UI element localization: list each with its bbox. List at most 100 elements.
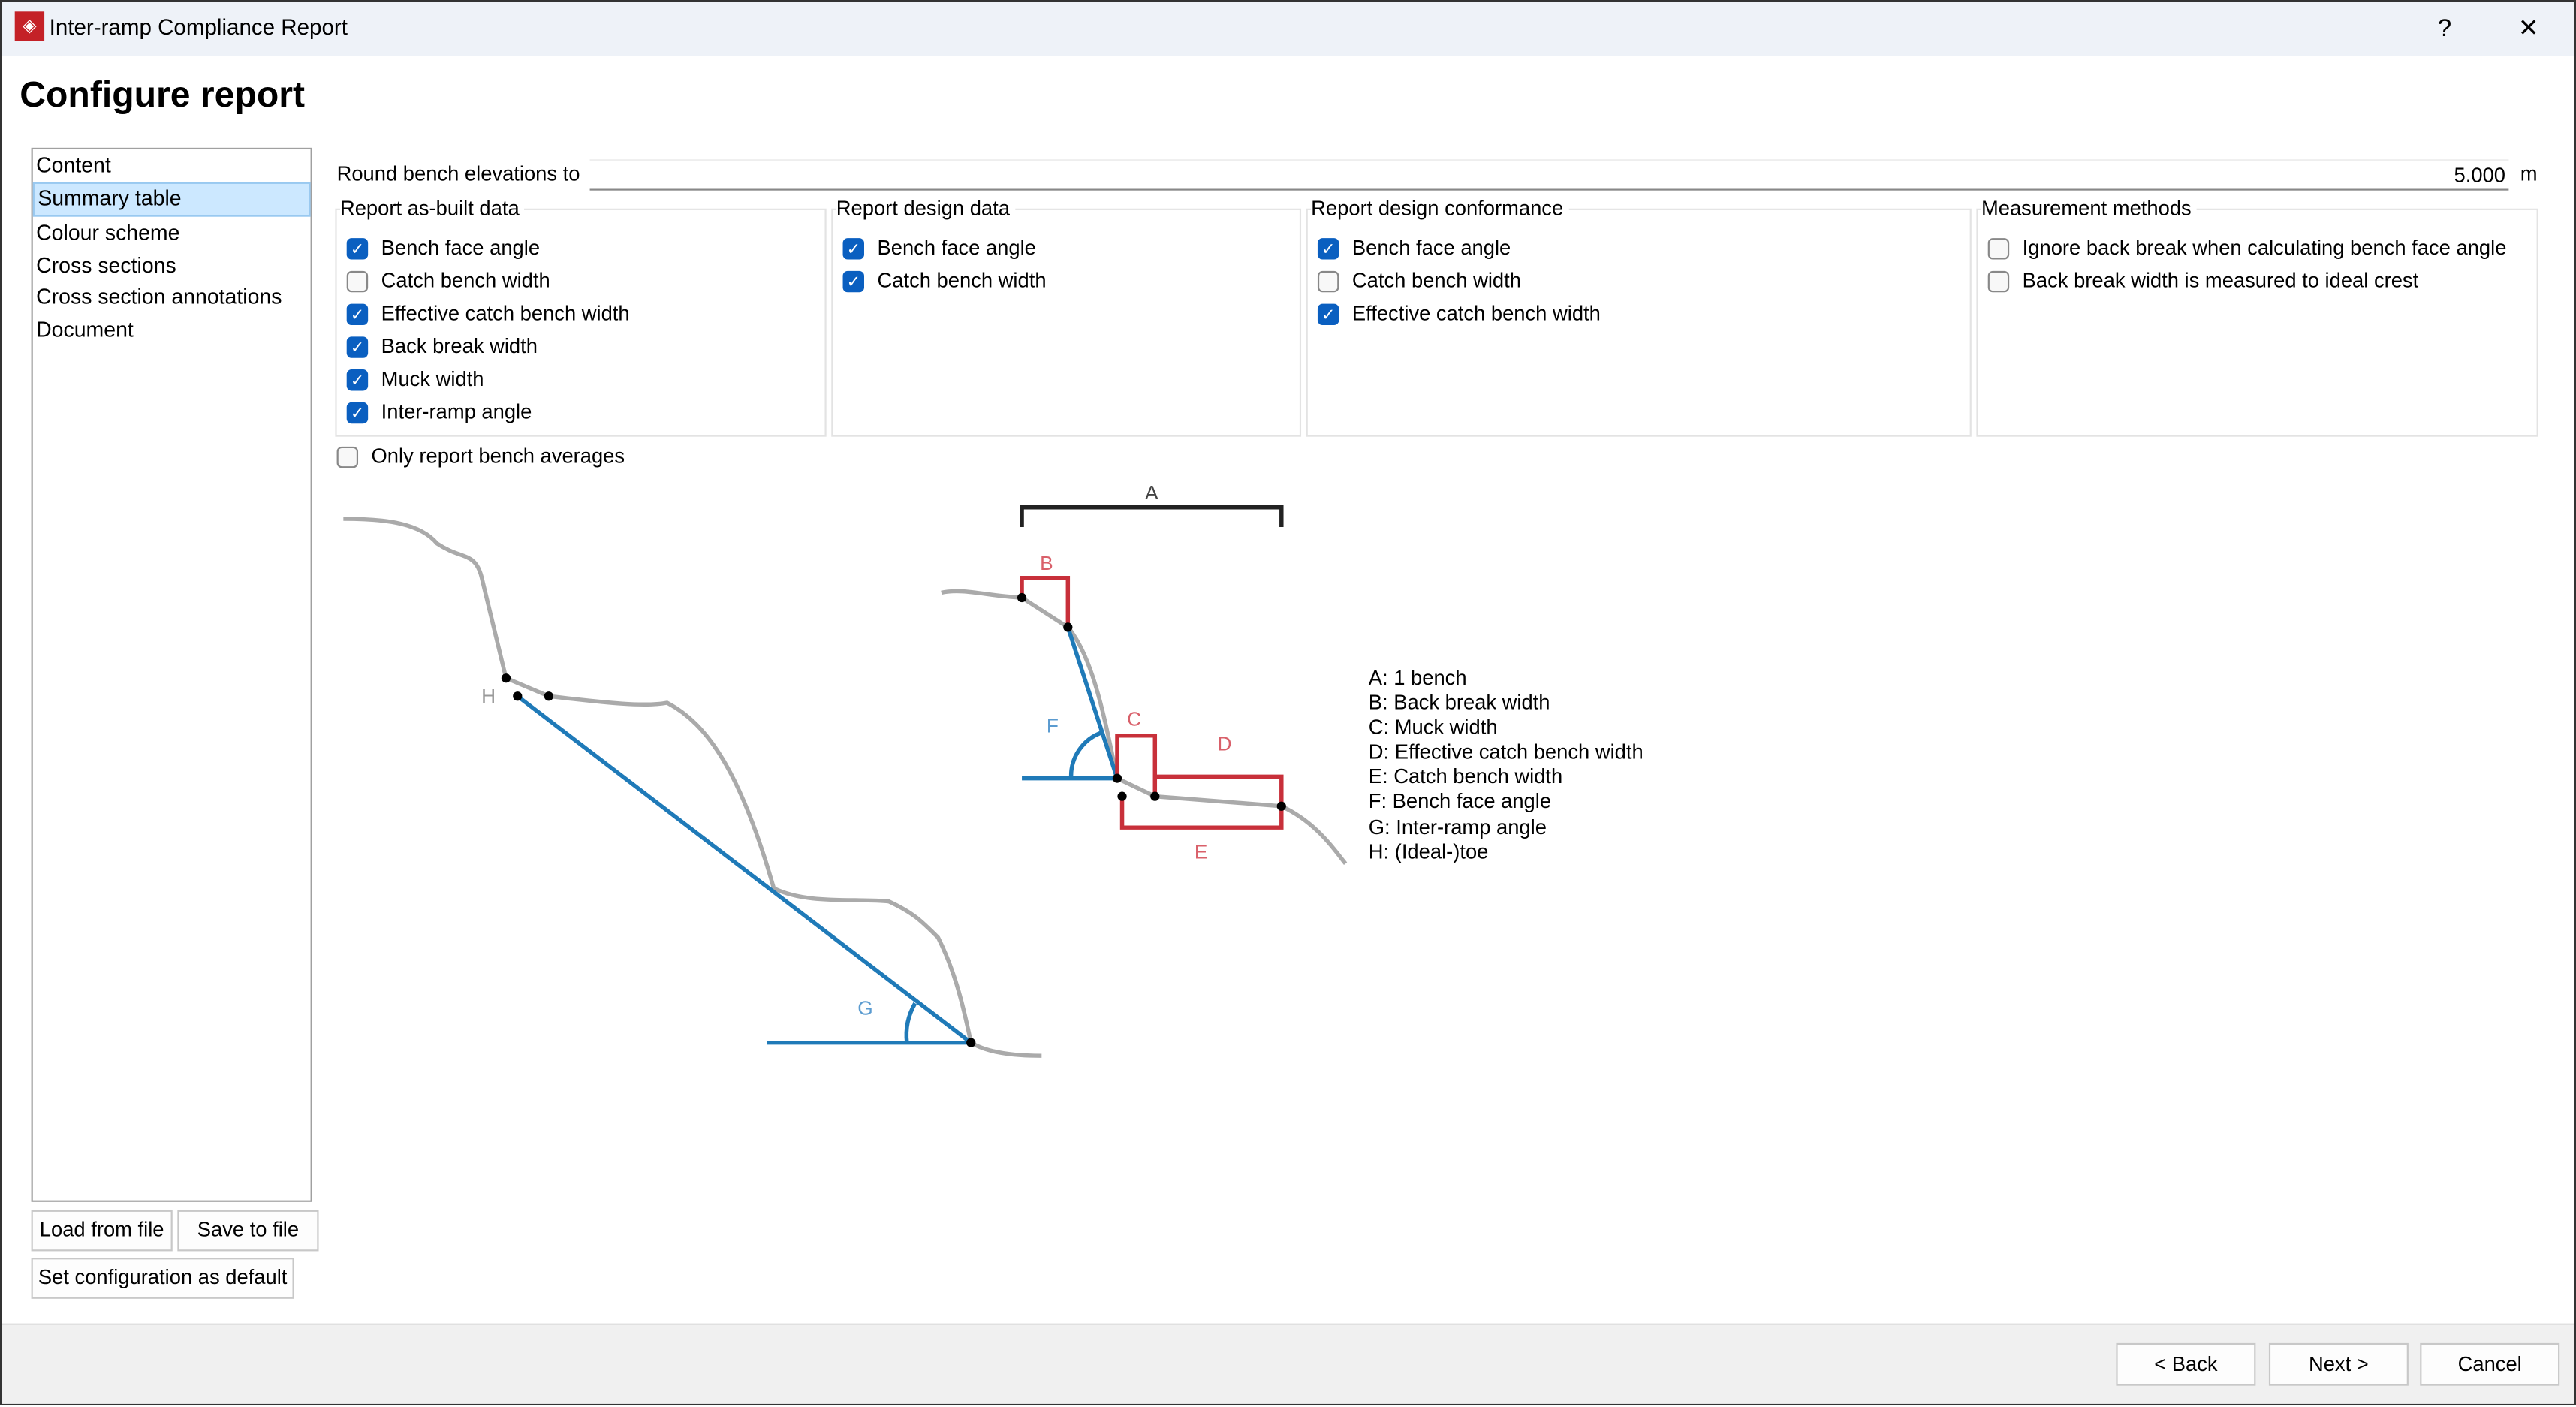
label-b: B (1040, 552, 1053, 574)
d-marker (1155, 774, 1284, 806)
option-checkbox[interactable]: ✓ Inter-ramp angle (346, 397, 532, 426)
option-checkbox[interactable]: ✓ Muck width (346, 364, 484, 393)
nav-item-cross-section-annotations[interactable]: Cross section annotations (36, 285, 282, 309)
group-title: Report design conformance (1311, 197, 1568, 221)
window-title: Inter-ramp Compliance Report (49, 14, 348, 40)
checkbox-label: Effective catch bench width (381, 302, 630, 326)
legend-item: D: Effective catch bench width (1368, 740, 1644, 764)
section-list[interactable]: Content Summary table Colour scheme Cros… (31, 147, 312, 1202)
label-d: D (1217, 732, 1231, 755)
right-profile-line (941, 589, 1348, 866)
save-to-file-button[interactable]: Save to file (177, 1210, 319, 1252)
checkbox-box[interactable] (336, 445, 359, 468)
checkbox-box[interactable]: ✓ (346, 303, 369, 324)
only-averages-checkbox[interactable]: Only report bench averages (336, 441, 625, 471)
option-checkbox[interactable]: Catch bench width (346, 266, 550, 295)
group-title: Report design data (836, 197, 1015, 221)
set-default-button[interactable]: Set configuration as default (31, 1258, 294, 1299)
checkbox-label: Catch bench width (381, 269, 550, 293)
option-checkbox[interactable]: Back break width is measured to ideal cr… (1987, 266, 2419, 295)
legend-item: E: Catch bench width (1368, 765, 1563, 789)
point (1276, 801, 1286, 811)
label-g: G (857, 997, 872, 1020)
legend-item: H: (Ideal-)toe (1368, 839, 1489, 863)
option-checkbox[interactable]: ✓ Bench face angle (1317, 233, 1511, 263)
checkbox-label: Only report bench averages (371, 444, 625, 468)
point (1117, 791, 1127, 801)
round-unit: m (2520, 162, 2538, 186)
footer-bar: < Back Next > Cancel (2, 1323, 2574, 1404)
legend-item: G: Inter-ramp angle (1368, 815, 1547, 839)
option-checkbox[interactable]: ✓ Back break width (346, 332, 538, 361)
checkbox-box[interactable]: ✓ (1317, 237, 1339, 259)
nav-item-summary-table[interactable]: Summary table (32, 181, 311, 218)
checkbox-label: Catch bench width (877, 269, 1047, 293)
group-title: Report as-built data (339, 197, 525, 221)
checkbox-box[interactable]: ✓ (842, 237, 864, 259)
checkbox-label: Back break width is measured to ideal cr… (2022, 269, 2419, 293)
point (1017, 592, 1027, 603)
b-marker (1020, 576, 1071, 628)
point (1112, 773, 1122, 783)
a-bracket (1020, 505, 1284, 527)
checkbox-box[interactable]: ✓ (346, 237, 369, 259)
round-elevation-input[interactable]: 5.000 (589, 159, 2509, 191)
checkbox-label: Bench face angle (877, 236, 1036, 260)
e-marker (1119, 796, 1284, 830)
option-checkbox[interactable]: Catch bench width (1317, 266, 1521, 295)
g-angle-arc (904, 1002, 917, 1043)
checkbox-label: Muck width (381, 367, 484, 391)
nav-item-document[interactable]: Document (36, 317, 134, 342)
point (544, 691, 553, 701)
help-button[interactable]: ? (2437, 14, 2452, 43)
point (1063, 622, 1073, 632)
point (501, 673, 511, 683)
checkbox-box[interactable] (1987, 237, 2010, 259)
point (966, 1038, 976, 1047)
next-button[interactable]: Next > (2268, 1342, 2409, 1386)
group-report-design-conformance: Report design conformance ✓ Bench face ang… (1306, 197, 1972, 437)
option-checkbox[interactable]: ✓Effective catch bench width (1317, 299, 1601, 328)
checkbox-box[interactable] (1987, 270, 2010, 292)
load-from-file-button[interactable]: Load from file (31, 1210, 173, 1252)
checkbox-label: Catch bench width (1351, 269, 1521, 293)
option-checkbox[interactable]: Ignore back break when calculating bench… (1987, 233, 2506, 263)
option-checkbox[interactable]: ✓Bench face angle (346, 233, 540, 263)
title-bar: ◈ Inter-ramp Compliance Report ? ✕ (2, 2, 2574, 56)
checkbox-box[interactable]: ✓ (842, 270, 864, 292)
nav-item-content[interactable]: Content (36, 152, 111, 178)
diagram-legend: A: 1 bench B: Back break width C: Muck w… (1369, 667, 1644, 865)
checkbox-box[interactable] (1317, 270, 1339, 292)
option-checkbox[interactable]: ✓ Bench face angle (842, 233, 1036, 263)
checkbox-label: Inter-ramp angle (381, 400, 532, 424)
option-checkbox[interactable]: ✓ Catch bench width (842, 266, 1047, 295)
close-button[interactable]: ✕ (2517, 14, 2539, 43)
group-title: Measurement methods (1981, 197, 2197, 221)
page-title: Configure report (20, 74, 306, 116)
checkbox-label: Back break width (381, 335, 538, 358)
checkbox-box[interactable]: ✓ (346, 368, 369, 390)
label-c: C (1127, 708, 1141, 731)
cancel-button[interactable]: Cancel (2420, 1342, 2560, 1386)
point (1150, 791, 1160, 801)
checkbox-label: Bench face angle (1351, 236, 1511, 260)
nav-item-colour-scheme[interactable]: Colour scheme (36, 220, 180, 246)
checkbox-box[interactable]: ✓ (346, 336, 369, 357)
nav-item-cross-sections[interactable]: Cross sections (36, 252, 176, 278)
option-checkbox[interactable]: ✓ Effective catch bench width (346, 299, 630, 328)
checkbox-box[interactable]: ✓ (346, 401, 369, 423)
point (513, 691, 523, 701)
round-label: Round bench elevations to (336, 162, 580, 186)
legend-item: C: Muck width (1368, 716, 1498, 740)
checkbox-box[interactable] (346, 270, 369, 292)
bench-face-line (1065, 626, 1119, 779)
back-button[interactable]: < Back (2116, 1342, 2256, 1386)
checkbox-box[interactable]: ✓ (1317, 303, 1339, 324)
app-logo-icon: ◈ (14, 11, 45, 41)
label-a: A (1145, 481, 1158, 504)
f-angle-arc (1068, 730, 1104, 779)
